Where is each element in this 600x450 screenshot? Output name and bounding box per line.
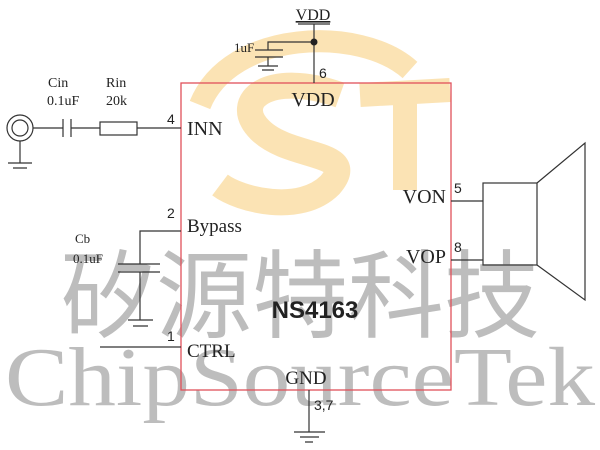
output-wires	[451, 200, 483, 261]
pin-von-number: 5	[454, 180, 462, 196]
supply-label: VDD	[296, 7, 331, 24]
pin-vop-number: 8	[454, 239, 462, 255]
rin-value: 20k	[106, 94, 127, 109]
st-logo-watermark	[189, 30, 451, 216]
pin-ctrl-label: CTRL	[187, 341, 236, 362]
pin-vdd-label: VDD	[291, 89, 334, 111]
cin-name: Cin	[48, 76, 68, 91]
pin-ctrl-number: 1	[167, 328, 175, 344]
bypass-cap	[118, 230, 181, 327]
ic-body	[180, 82, 452, 391]
pin-inn-label: INN	[187, 118, 223, 140]
pin-von-label: VON	[403, 186, 446, 208]
speaker-icon	[482, 182, 538, 266]
input-wire	[8, 119, 181, 169]
ground-icon	[294, 390, 325, 443]
pin-vdd-number: 6	[319, 65, 327, 81]
pin-bypass-number: 2	[167, 205, 175, 221]
cb-name: Cb	[75, 231, 90, 246]
cb-value: 0.1uF	[73, 251, 103, 266]
speaker-cone	[536, 141, 586, 302]
pin-vop-label: VOP	[406, 246, 446, 268]
pin-bypass-label: Bypass	[187, 216, 242, 237]
rin-name: Rin	[106, 76, 126, 91]
pin-gnd-number: 3,7	[314, 397, 334, 413]
decoupling-cap	[255, 24, 315, 83]
supply-cap-value: 1uF	[234, 40, 254, 55]
rin-resistor	[99, 121, 138, 136]
cin-value: 0.1uF	[47, 94, 80, 109]
junction-dot	[310, 38, 318, 46]
chip-name: NS4163	[272, 297, 359, 324]
pin-gnd-label: GND	[285, 368, 326, 389]
pin-inn-number: 4	[167, 111, 175, 127]
input-jack-icon	[6, 114, 34, 142]
